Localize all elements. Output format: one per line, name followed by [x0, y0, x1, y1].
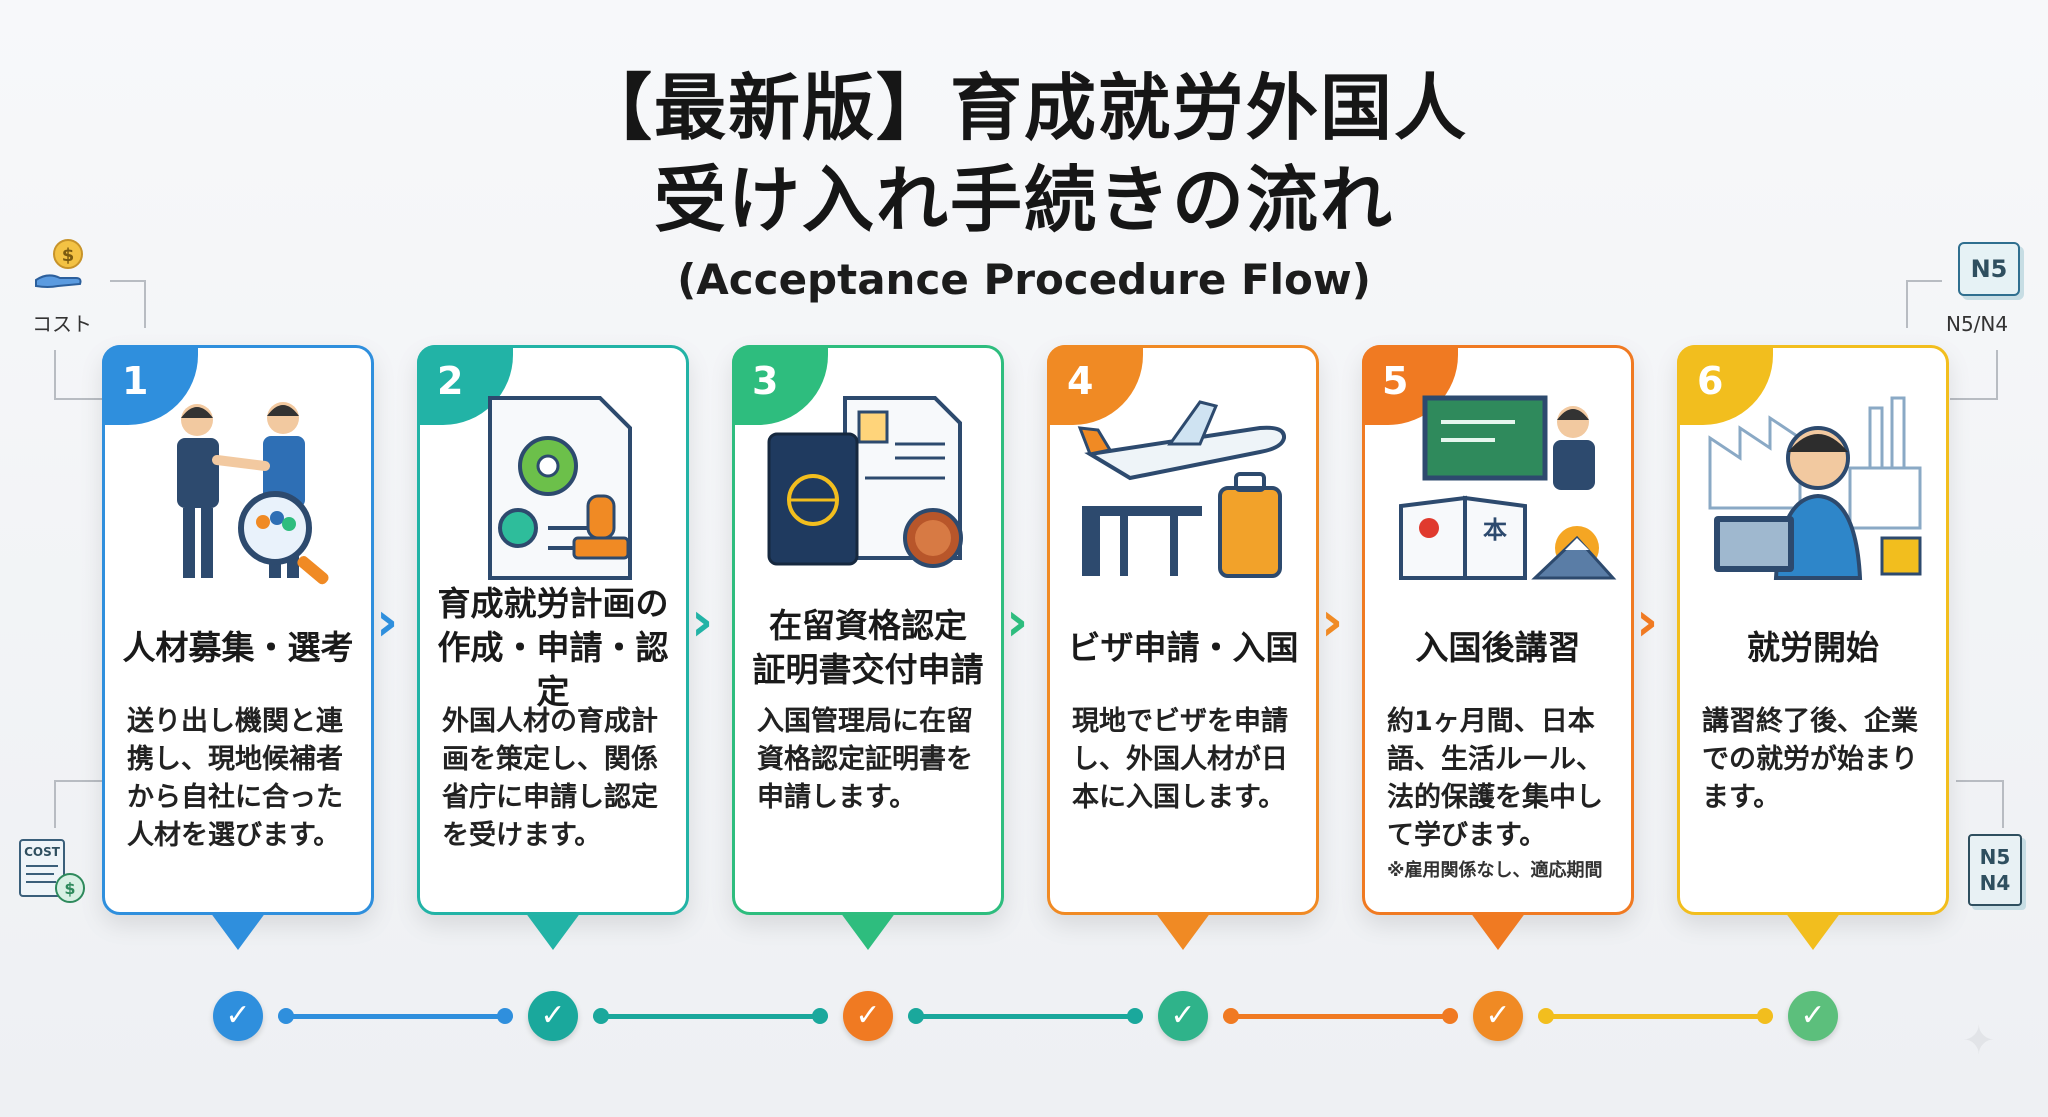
- next-step-arrow-icon: ›: [1006, 590, 1029, 653]
- bracket-top-right-2: [1950, 350, 1998, 400]
- timeline-dot: [908, 1008, 924, 1024]
- check-icon: ✓: [1473, 991, 1523, 1041]
- timeline-dot: [1223, 1008, 1239, 1024]
- step-description: 現地でビザを申請し、外国人材が日本に入国します。: [1072, 706, 1288, 813]
- step-description: 外国人材の育成計画を策定し、関係省庁に申請し認定を受けます。: [442, 706, 658, 851]
- step-card-6: 6 就労開始講習終了後、企業での就労が始まります。: [1677, 345, 1949, 915]
- page-title-line1: 【最新版】育成就労外国人: [579, 66, 1468, 150]
- next-step-arrow-icon: ›: [376, 590, 399, 653]
- step-pointer: [840, 912, 896, 950]
- timeline-dot: [1757, 1008, 1773, 1024]
- step-number-badge: 1: [102, 345, 198, 425]
- step-title: 育成就労計画の 作成・申請・認定: [437, 584, 669, 711]
- timeline-connector: [908, 1014, 1143, 1019]
- document-gear-stamp-icon: [440, 388, 672, 593]
- check-icon: ✓: [1158, 991, 1208, 1041]
- step-note: ※雇用関係なし、適応期間: [1387, 860, 1603, 881]
- timeline-dot: [278, 1008, 294, 1024]
- bracket-bottom-left: [54, 780, 102, 828]
- cost-label-top: コスト: [32, 312, 92, 336]
- check-icon: ✓: [213, 991, 263, 1041]
- step-pointer: [210, 912, 266, 950]
- handshake-recruit-icon: [125, 388, 357, 593]
- next-step-arrow-icon: ›: [1321, 590, 1344, 653]
- page-title-line2: 受け入れ手続きの流れ: [653, 158, 1394, 242]
- next-step-arrow-icon: ›: [1636, 590, 1659, 653]
- sparkle-icon: ✦: [1962, 1018, 1996, 1064]
- timeline-connector: [1223, 1014, 1458, 1019]
- bracket-top-left: [110, 280, 146, 328]
- timeline-dot: [1442, 1008, 1458, 1024]
- step-pointer: [1470, 912, 1526, 950]
- step-number-badge: 4: [1047, 345, 1143, 425]
- step-number-badge: 2: [417, 345, 513, 425]
- timeline-connector: [593, 1014, 828, 1019]
- check-icon: ✓: [1788, 991, 1838, 1041]
- bracket-bottom-right: [1956, 780, 2004, 828]
- step-pointer: [1155, 912, 1211, 950]
- step-pointer: [525, 912, 581, 950]
- next-step-arrow-icon: ›: [691, 590, 714, 653]
- step-description: 入国管理局に在留資格認定証明書を申請します。: [757, 706, 973, 813]
- title-block: 【最新版】育成就労外国人 受け入れ手続きの流れ (Acceptance Proc…: [0, 62, 2048, 308]
- step-card-4: 4 ビザ申請・入国現地でビザを申請し、外国人材が日本に入国します。: [1047, 345, 1319, 915]
- step-title: 入国後講習: [1415, 628, 1581, 667]
- step-title: 在留資格認定 証明書交付申請: [752, 606, 984, 689]
- step-title: 人材募集・選考: [122, 628, 354, 667]
- step-card-2: 2 育成就労計画の 作成・申請・認定外国人材の育成計画を策定し、関係省庁に申請し…: [417, 345, 689, 915]
- coin-hand-icon: $: [30, 236, 90, 296]
- step-description: 送り出し機関と連携し、現地候補者から自社に合った人材を選びます。: [127, 706, 343, 851]
- timeline-connector: [1538, 1014, 1773, 1019]
- svg-text:本: 本: [1483, 516, 1507, 544]
- timeline-dot: [1538, 1008, 1554, 1024]
- n4-label: N4: [1979, 871, 2011, 895]
- timeline-dot: [1127, 1008, 1143, 1024]
- timeline-connector: [278, 1014, 513, 1019]
- step-description: 約1ヶ月間、日本語、生活ルール、法的保護を集中して学びます。: [1387, 706, 1603, 851]
- step-pointer: [1785, 912, 1841, 950]
- n5-label: N5: [1979, 845, 2011, 869]
- cost-document-icon: COST $: [18, 838, 88, 910]
- passport-certificate-icon: [755, 388, 987, 593]
- check-icon: ✓: [843, 991, 893, 1041]
- n5n4-label-top: N5/N4: [1946, 312, 2009, 336]
- step-title: 就労開始: [1747, 628, 1879, 667]
- svg-text:$: $: [64, 879, 75, 898]
- step-description: 講習終了後、企業での就労が始まります。: [1702, 706, 1918, 813]
- svg-text:$: $: [62, 245, 75, 266]
- step-card-1: 1 人材募集・選考送り出し機関と連携し、現地候補者から自社に合った人材を選びます…: [102, 345, 374, 915]
- n5-n4-book-icon: N5 N4: [1968, 834, 2022, 906]
- bracket-top-left-2: [54, 350, 102, 400]
- bracket-top-right: [1906, 280, 1942, 328]
- worker-factory-icon: [1700, 388, 1932, 593]
- timeline-dot: [497, 1008, 513, 1024]
- step-title: ビザ申請・入国: [1067, 628, 1299, 667]
- timeline-dot: [812, 1008, 828, 1024]
- step-card-5: 5 本 入国後講習約1ヶ月間、日本語、生活ルール、法的保護を集中して学びます。※…: [1362, 345, 1634, 915]
- step-card-3: 3 在留資格認定 証明書交付申請入国管理局に在留資格認定証明書を申請します。: [732, 345, 1004, 915]
- svg-text:COST: COST: [24, 845, 61, 859]
- timeline-dot: [593, 1008, 609, 1024]
- n5-box-icon: N5: [1958, 242, 2020, 296]
- check-icon: ✓: [528, 991, 578, 1041]
- page-subtitle: (Acceptance Procedure Flow): [677, 255, 1371, 304]
- lecture-book-icon: 本: [1385, 388, 1617, 593]
- airplane-luggage-icon: [1070, 388, 1302, 593]
